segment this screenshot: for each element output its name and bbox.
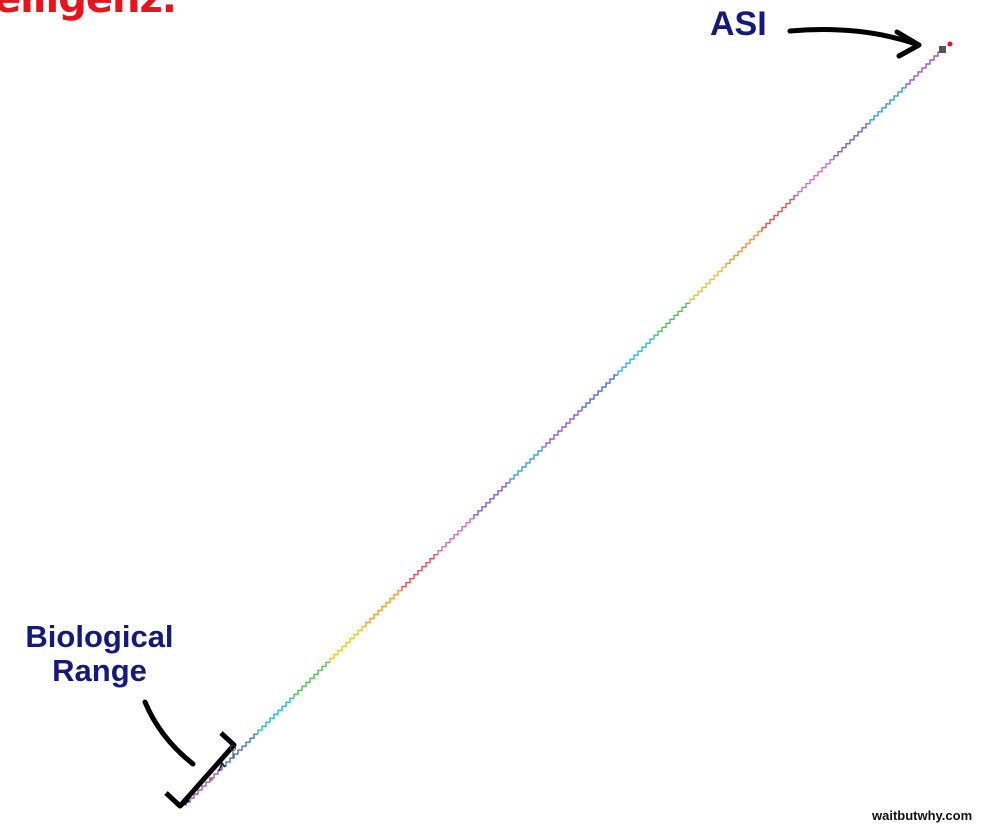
staircase-segment (329, 625, 366, 663)
stick-figure-icon (209, 745, 236, 781)
staircase-segment (905, 51, 942, 88)
staircase-segment (545, 410, 582, 447)
staircase-segment (617, 338, 654, 376)
staircase-segment (869, 87, 906, 124)
staircase-segment (797, 159, 834, 196)
staircase-segment (293, 661, 330, 699)
asi-label: ASI (710, 5, 767, 43)
staircase-segment (761, 194, 798, 232)
staircase-segment (725, 230, 762, 268)
pointer-curve (142, 699, 196, 767)
source-label: waitbutwhy.com (872, 808, 973, 823)
staircase-segment (401, 554, 438, 591)
staircase-segment (473, 482, 510, 519)
staircase-segment (437, 518, 474, 555)
biological-range-label: Biological Range (12, 620, 187, 688)
bracket-icon (164, 731, 237, 809)
intelligence-staircase (185, 47, 946, 806)
staircase-segment (833, 123, 870, 160)
title-fragment: elligenz. (0, 0, 177, 22)
staircase-segment (257, 697, 294, 735)
arrow-icon (787, 27, 922, 59)
biological-label-line1: Biological (25, 619, 174, 654)
biological-label-line2: Range (52, 653, 147, 688)
staircase-segment (365, 589, 402, 627)
staircase-segment (221, 733, 258, 771)
staircase-segment (509, 446, 546, 483)
square-marker-icon (939, 41, 953, 53)
staircase-segment (689, 266, 726, 304)
staircase-segment (653, 302, 690, 340)
staircase-segment (581, 374, 618, 411)
